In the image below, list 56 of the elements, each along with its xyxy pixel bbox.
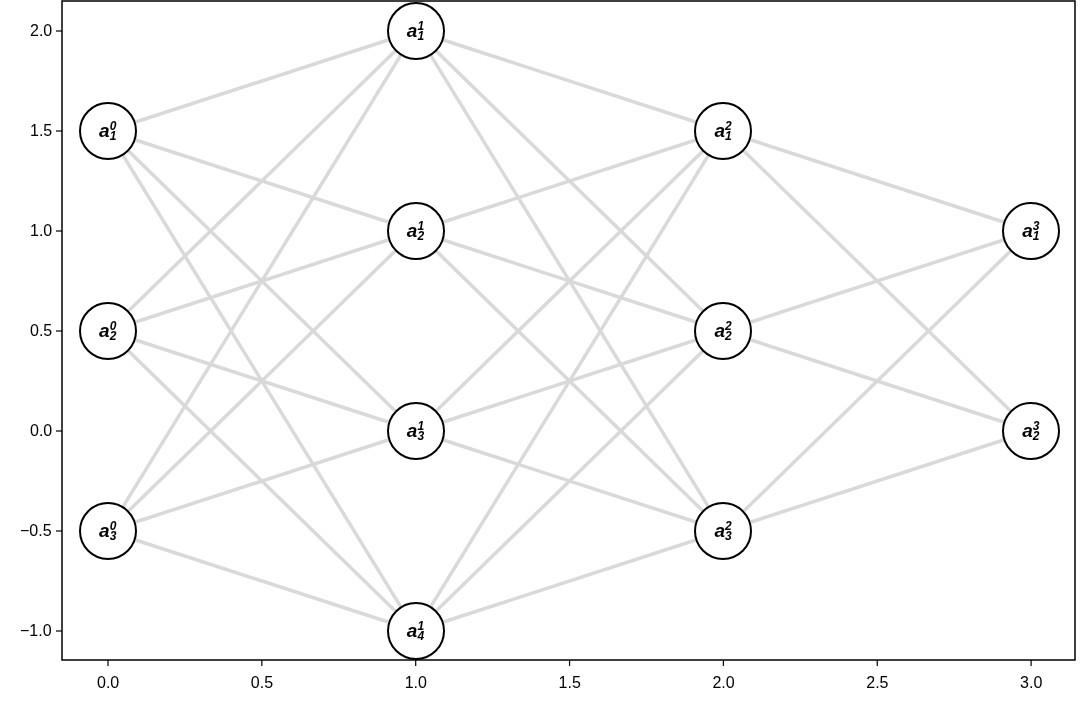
connection-line [742,150,1012,412]
neuron-circle [694,302,753,360]
neuron-circle [386,402,445,460]
connection-line [127,350,397,612]
tick-label: 2.0 [712,674,735,692]
tick-label: 1.0 [30,222,53,240]
connection-line [442,138,697,224]
tick-label: 0.0 [97,674,120,692]
tick-label: −1.0 [20,622,52,640]
tick-label: 0.5 [250,674,274,692]
tick-label: 1.5 [30,122,53,140]
neuron-circle [386,2,445,60]
neuron-circle [1002,402,1061,460]
connection-line [135,338,389,424]
connection-line [435,50,704,312]
connection-line [442,38,697,124]
tick-label: 1.0 [404,674,427,692]
connection-line [429,154,710,608]
connection-line [750,338,1005,424]
connection-line [121,154,402,608]
tick-label: 3.0 [1020,674,1043,692]
connection-line [121,54,402,508]
connection-line [742,250,1012,512]
connection-line [750,138,1005,224]
connection-line [435,350,704,612]
tick-label: 2.0 [30,22,53,40]
neuron-circle [79,102,137,160]
connection-line [127,150,397,412]
tick-label: 1.5 [558,674,581,692]
connection-line [127,250,397,512]
connection-line [435,250,704,512]
neuron-circle [1002,202,1061,260]
neuron-circle [694,102,753,160]
connection-line [442,538,697,624]
connection-line [127,50,397,312]
connection-line [135,38,389,124]
tick-label: −0.5 [20,522,52,540]
neuron-circle [694,502,753,560]
neuron-circle [386,602,445,660]
neuron-circle [386,202,445,260]
tick-label: 0.0 [30,422,53,440]
tick-label: 2.5 [866,674,889,692]
connection-line [442,238,697,324]
connection-line [442,438,697,524]
connection-line [135,438,389,524]
tick-label: 0.5 [30,322,53,340]
connection-line [135,538,389,624]
neuron-circle [79,502,137,560]
connection-line [750,438,1005,524]
connection-line [442,338,697,424]
connection-line [435,150,704,412]
connection-line [135,238,389,324]
connection-line [135,138,389,224]
connection-line [429,54,710,508]
connection-line [750,238,1005,324]
neuron-circle [79,302,137,360]
